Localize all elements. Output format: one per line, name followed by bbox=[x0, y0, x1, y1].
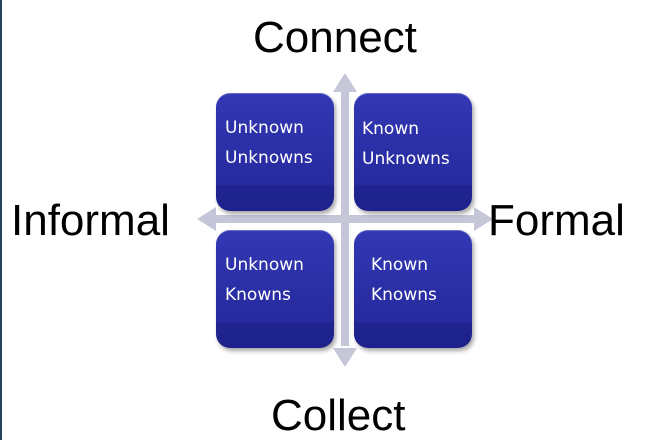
quadrant-line-2: Unknowns bbox=[362, 149, 450, 169]
quadrant-line-2: Knowns bbox=[371, 285, 437, 305]
down-arrowhead bbox=[333, 348, 357, 367]
quadrant-line-1: Known bbox=[371, 255, 429, 275]
quadrant-known-knowns: Known Knowns bbox=[354, 230, 472, 348]
horizontal-axis bbox=[214, 215, 478, 223]
quadrant-line-2: Knowns bbox=[225, 285, 291, 305]
quadrant-text: Known Knowns bbox=[371, 250, 472, 310]
left-arrowhead bbox=[197, 207, 216, 231]
quadrant-line-1: Unknown bbox=[225, 255, 304, 275]
quadrant-text: Known Unknowns bbox=[362, 114, 468, 174]
quadrant-line-2: Unknowns bbox=[225, 148, 313, 168]
quadrant-line-1: Unknown bbox=[225, 118, 304, 138]
quadrant-known-unknowns: Known Unknowns bbox=[354, 93, 472, 211]
slide-edge bbox=[0, 0, 2, 440]
quadrant-unknown-knowns: Unknown Knowns bbox=[216, 230, 334, 348]
quadrant-text: Unknown Unknowns bbox=[225, 113, 331, 173]
up-arrowhead bbox=[333, 73, 357, 92]
label-connect: Connect bbox=[253, 13, 417, 62]
quadrant-line-1: Known bbox=[362, 119, 420, 139]
right-arrowhead bbox=[474, 207, 493, 231]
label-collect: Collect bbox=[271, 391, 406, 440]
quadrant-text: Unknown Knowns bbox=[225, 250, 331, 310]
label-formal: Formal bbox=[488, 196, 625, 245]
quadrant-unknown-unknowns: Unknown Unknowns bbox=[216, 93, 334, 211]
label-informal: Informal bbox=[11, 196, 170, 245]
